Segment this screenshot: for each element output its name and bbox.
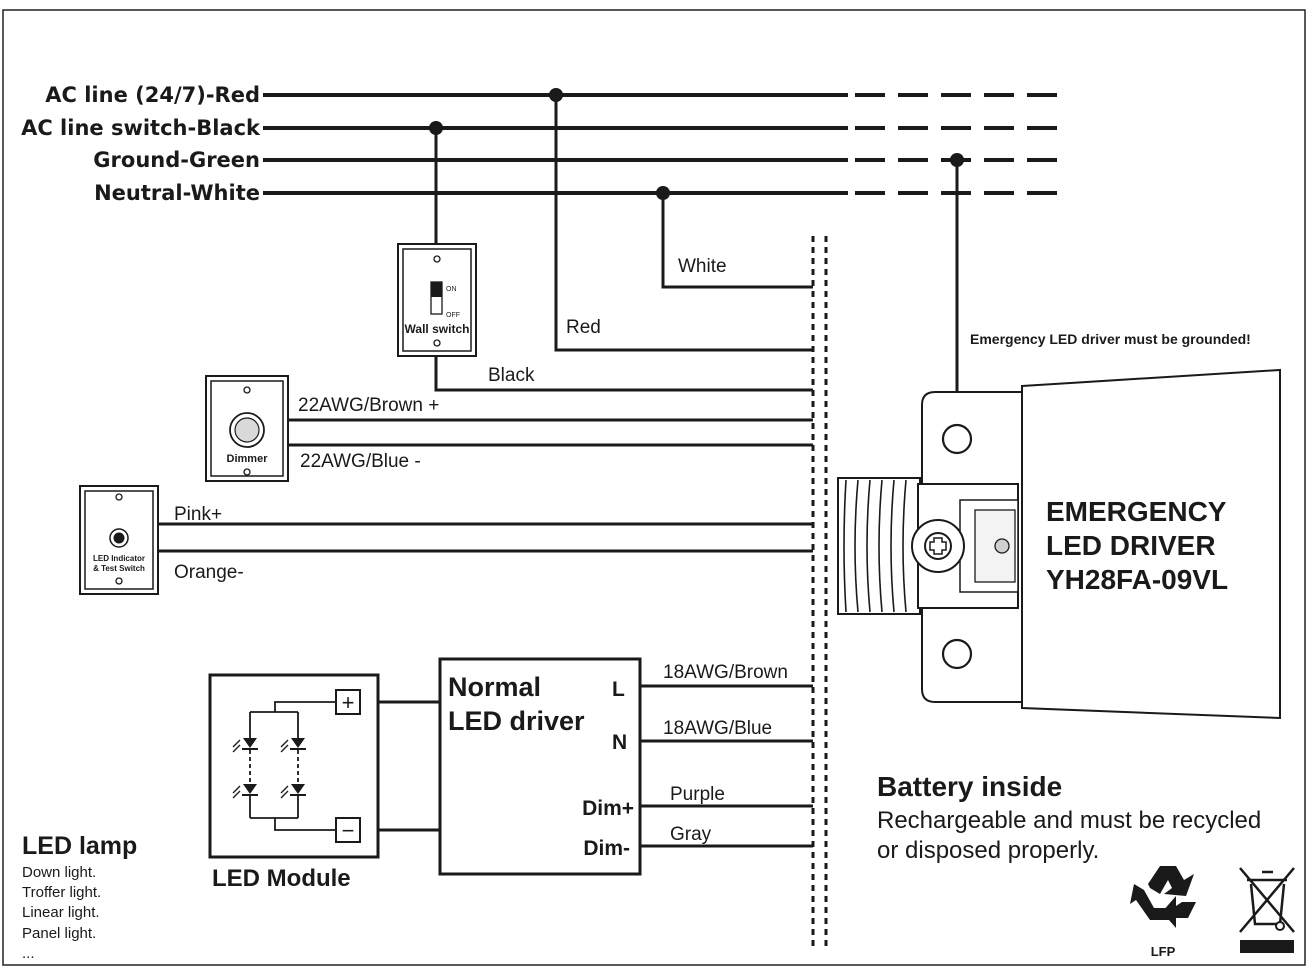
module-minus-sign: − bbox=[342, 818, 355, 843]
pin-n-label: N bbox=[612, 731, 627, 754]
ac-switch-label: AC line switch-Black bbox=[21, 116, 261, 140]
orange-wire-label: Orange- bbox=[174, 562, 244, 583]
emergency-title-2: LED DRIVER bbox=[1046, 530, 1216, 561]
blue18-wire-label: 18AWG/Blue bbox=[663, 718, 772, 739]
lamp-item: Linear light. bbox=[22, 904, 100, 921]
normal-driver-title-2: LED driver bbox=[448, 706, 585, 736]
emergency-led-driver: EMERGENCY LED DRIVER YH28FA-09VL bbox=[837, 368, 1281, 720]
black-wire-label: Black bbox=[488, 365, 535, 386]
indicator-label-1: LED Indicator bbox=[93, 554, 145, 563]
ground-label: Ground-Green bbox=[93, 148, 260, 172]
gray-wire-label: Gray bbox=[670, 824, 712, 845]
ac-line-label: AC line (24/7)-Red bbox=[45, 83, 260, 107]
module-plus-terminal bbox=[335, 689, 361, 715]
lamp-item: Down light. bbox=[22, 864, 96, 881]
connector-dotted-line bbox=[811, 236, 828, 948]
crossed-out-bin-icon bbox=[1239, 867, 1295, 953]
lamp-item: ... bbox=[22, 945, 35, 962]
grounding-warning: Emergency LED driver must be grounded! bbox=[970, 331, 1251, 347]
mount-hole bbox=[941, 638, 973, 670]
white-wire-label: White bbox=[678, 256, 727, 277]
pin-dim-plus-label: Dim+ bbox=[582, 797, 634, 820]
battery-title: Battery inside bbox=[877, 771, 1062, 802]
led-module-label: LED Module bbox=[212, 865, 351, 892]
emergency-model: YH28FA-09VL bbox=[1046, 564, 1228, 595]
led-lamp-title: LED lamp bbox=[22, 832, 137, 860]
connector-strain-relief-icon bbox=[837, 477, 1019, 615]
led-diode-icons bbox=[242, 738, 306, 796]
wall-switch: ON OFF Wall switch bbox=[397, 243, 477, 357]
pin-l-label: L bbox=[612, 678, 625, 701]
led-module: + − LED Module bbox=[208, 673, 380, 892]
bus-lines bbox=[263, 93, 1060, 195]
ground-mount-hole bbox=[941, 423, 973, 455]
normal-driver-title-1: Normal bbox=[448, 672, 541, 702]
normal-led-driver: Normal LED driver L N Dim+ Dim- bbox=[438, 657, 642, 876]
wires bbox=[158, 95, 959, 848]
blue-minus-wire-label: 22AWG/Blue - bbox=[300, 451, 421, 472]
module-plus-sign: + bbox=[342, 690, 355, 715]
indicator-label-2: & Test Switch bbox=[93, 564, 145, 573]
lfp-label: LFP bbox=[1151, 944, 1176, 959]
red-wire-label: Red bbox=[566, 317, 601, 338]
battery-text-2: or disposed properly. bbox=[877, 837, 1099, 864]
battery-text-1: Rechargeable and must be recycled bbox=[877, 807, 1261, 834]
led-lamp-info: LED lamp Down light. Troffer light. Line… bbox=[22, 832, 137, 962]
brown-plus-wire-label: 22AWG/Brown + bbox=[298, 395, 439, 416]
switch-off-label: OFF bbox=[446, 312, 460, 319]
pin-dim-minus-label: Dim- bbox=[583, 837, 630, 860]
battery-info: Battery inside Rechargeable and must be … bbox=[877, 771, 1261, 864]
recycle-icon: LFP bbox=[1130, 866, 1196, 959]
wall-switch-label: Wall switch bbox=[405, 322, 470, 336]
pink-wire-label: Pink+ bbox=[174, 504, 222, 525]
purple-wire-label: Purple bbox=[670, 784, 725, 805]
led-indicator-switch: LED Indicator & Test Switch bbox=[79, 485, 159, 595]
lamp-item: Panel light. bbox=[22, 925, 96, 942]
emergency-title-1: EMERGENCY bbox=[1046, 496, 1227, 527]
dimmer-label: Dimmer bbox=[227, 453, 269, 465]
diagram-frame bbox=[2, 9, 1306, 966]
lamp-item: Troffer light. bbox=[22, 884, 101, 901]
switch-on-label: ON bbox=[446, 286, 457, 293]
neutral-label: Neutral-White bbox=[94, 181, 260, 205]
brown18-wire-label: 18AWG/Brown bbox=[663, 662, 788, 683]
dimmer: Dimmer bbox=[205, 375, 289, 482]
